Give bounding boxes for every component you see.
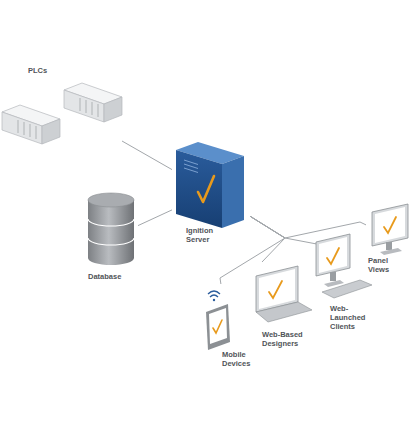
database-cylinder	[88, 193, 134, 265]
node-label: Web-Launched Clients	[330, 304, 374, 331]
node-label: Database	[88, 272, 138, 281]
designer-node: Web-Based Designers	[252, 262, 304, 348]
network-wire	[138, 210, 172, 226]
mobile-node: Mobile Devices	[200, 284, 256, 374]
node-label: Web-Based Designers	[262, 330, 306, 348]
panel-node: Panel Views	[366, 202, 412, 270]
server-tower	[176, 142, 244, 228]
node-label: Mobile Devices	[222, 350, 254, 368]
client-node: Web-Launched Clients	[312, 232, 374, 322]
desktop-monitor	[316, 234, 372, 298]
plc-unit	[64, 83, 122, 122]
panel-monitor	[372, 204, 408, 255]
node-label: Ignition Server	[186, 226, 226, 244]
mobile-phone	[206, 291, 230, 350]
server-node: Ignition Server	[172, 140, 250, 244]
plc-group: PLCs	[0, 62, 122, 150]
database-node: Database	[84, 192, 138, 284]
laptop	[256, 266, 312, 322]
network-wire	[122, 141, 172, 170]
node-label: PLCs	[28, 66, 88, 75]
network-wire	[250, 216, 285, 262]
node-label: Panel Views	[368, 256, 398, 274]
network-wire	[250, 216, 322, 245]
plc-unit	[2, 105, 60, 144]
